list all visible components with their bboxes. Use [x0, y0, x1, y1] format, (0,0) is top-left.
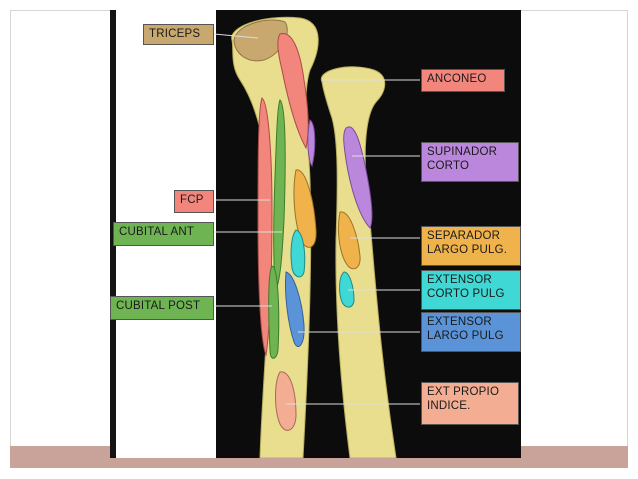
leader-lines [213, 33, 420, 405]
label-cubital-ant: CUBITAL ANT [113, 222, 214, 246]
extensor-corto-area [339, 271, 355, 308]
supinador-corto-area [343, 126, 373, 229]
label-extensor-corto: EXTENSOR CORTO PULG [421, 270, 521, 310]
label-supinador-corto: SUPINADOR CORTO [421, 142, 519, 182]
frame-right-line [627, 10, 628, 468]
cubital-post-area [268, 265, 280, 359]
anconeo-area [277, 33, 309, 150]
upper-muscle-purple [307, 119, 316, 168]
frame-left-line [10, 10, 11, 468]
ext-propio-area [275, 371, 297, 431]
label-ext-propio: EXT PROPIO INDICE. [421, 382, 519, 425]
label-separador: SEPARADOR LARGO PULG. [421, 226, 521, 266]
upper-muscle-cyan [290, 229, 306, 278]
extensor-largo-area [285, 271, 305, 347]
label-extensor-largo: EXTENSOR LARGO PULG [421, 312, 521, 352]
upper-muscle-orange [293, 169, 317, 248]
label-cubital-post: CUBITAL POST [110, 296, 214, 320]
forearm-bones-illustration [213, 16, 420, 458]
label-anconeo: ANCONEO [421, 69, 505, 92]
separador-area [337, 211, 361, 270]
label-fcp: FCP [174, 190, 214, 213]
label-triceps: TRICEPS [143, 24, 214, 45]
